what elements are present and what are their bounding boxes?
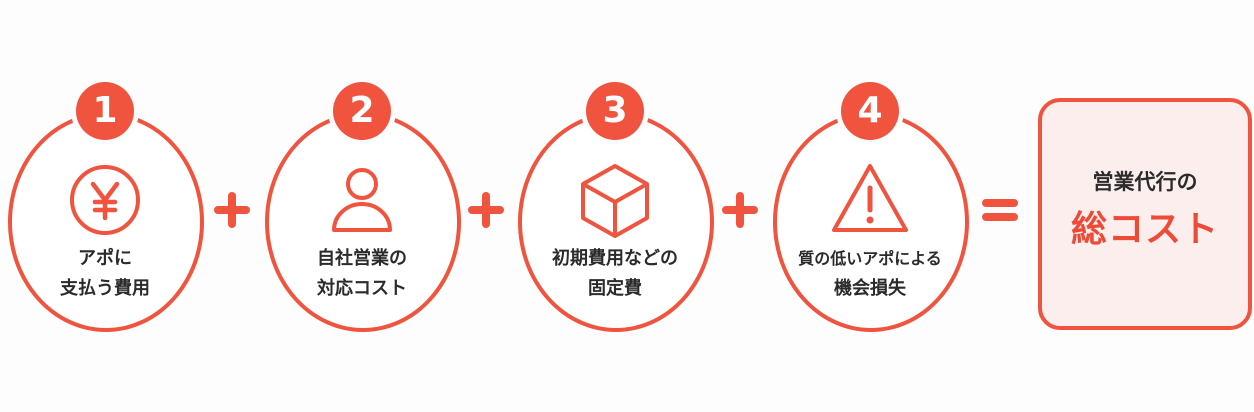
plus-icon [720, 190, 760, 230]
item-label: 自社営業の 対応コスト [317, 248, 407, 299]
yen-coin-icon [65, 160, 145, 240]
item-label: 初期費用などの 固定費 [552, 248, 678, 299]
cube-icon [575, 160, 655, 240]
total-cost-box: 営業代行の 総コスト [1038, 98, 1252, 330]
plus-icon [212, 190, 252, 230]
item-label: 質の低いアポによる 機会損失 [798, 249, 942, 299]
plus-icon [466, 190, 506, 230]
total-title: 総コスト [1070, 209, 1219, 250]
number-badge: 3 [586, 82, 644, 140]
item-label: アポに 支払う費用 [60, 248, 150, 299]
cost-item-1: 1 アポに 支払う費用 [8, 82, 204, 332]
number-badge: 2 [333, 82, 391, 140]
total-subtitle: 営業代行の [1092, 170, 1198, 194]
person-icon [322, 160, 402, 240]
cost-item-2: 2 自社営業の 対応コスト [265, 82, 461, 332]
cost-item-4: 4 質の低いアポによる 機会損失 [773, 82, 969, 332]
equals-icon [980, 190, 1020, 230]
cost-item-3: 3 初期費用などの 固定費 [518, 82, 714, 332]
item-oval [265, 112, 461, 332]
warning-icon [830, 160, 910, 240]
number-badge: 1 [76, 82, 134, 140]
number-badge: 4 [841, 82, 899, 140]
